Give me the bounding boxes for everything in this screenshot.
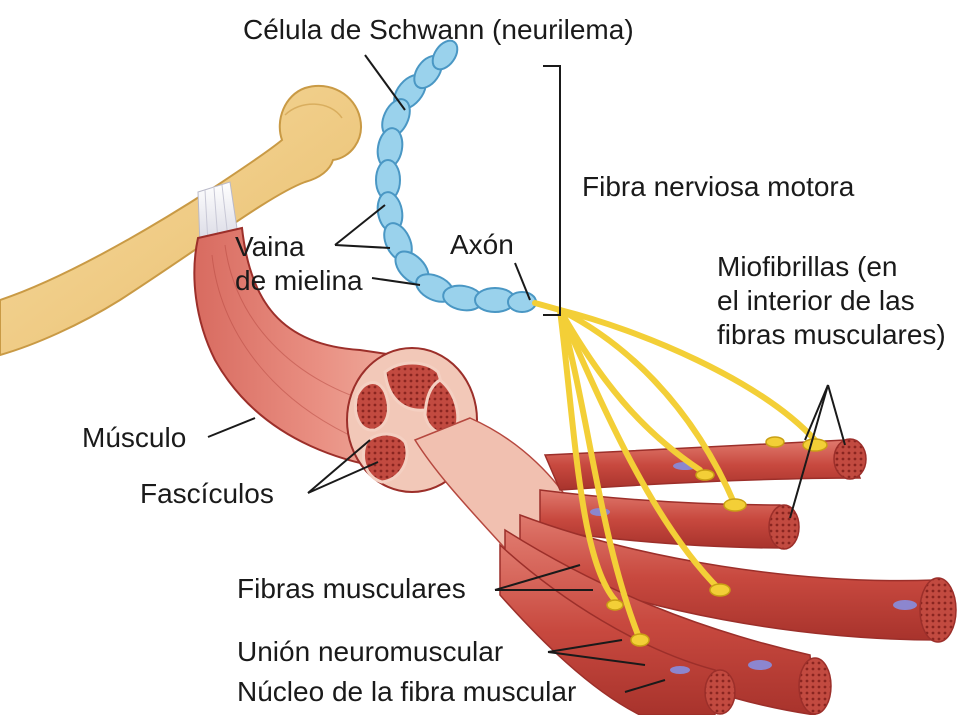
label-myelin-sheath: Vaina de mielina <box>235 230 363 298</box>
motor-fiber-bracket <box>543 66 560 315</box>
label-fascicles: Fascículos <box>140 477 274 511</box>
label-myofibrils: Miofibrillas (en el interior de las fibr… <box>717 250 946 352</box>
label-axon: Axón <box>450 228 514 262</box>
label-muscle-fiber-nucleus: Núcleo de la fibra muscular <box>237 675 576 709</box>
label-muscle: Músculo <box>82 421 186 455</box>
nucleus <box>670 666 690 674</box>
label-motor-nerve-fiber: Fibra nerviosa motora <box>582 170 854 204</box>
muscle-fibers <box>500 439 956 715</box>
myelin-sheath <box>375 36 536 313</box>
nucleus <box>893 600 917 610</box>
label-neuromuscular-junction: Unión neuromuscular <box>237 635 503 669</box>
label-schwann-cell: Célula de Schwann (neurilema) <box>243 13 634 47</box>
bone <box>0 86 361 355</box>
nucleus <box>748 660 772 670</box>
label-muscle-fibers: Fibras musculares <box>237 572 466 606</box>
